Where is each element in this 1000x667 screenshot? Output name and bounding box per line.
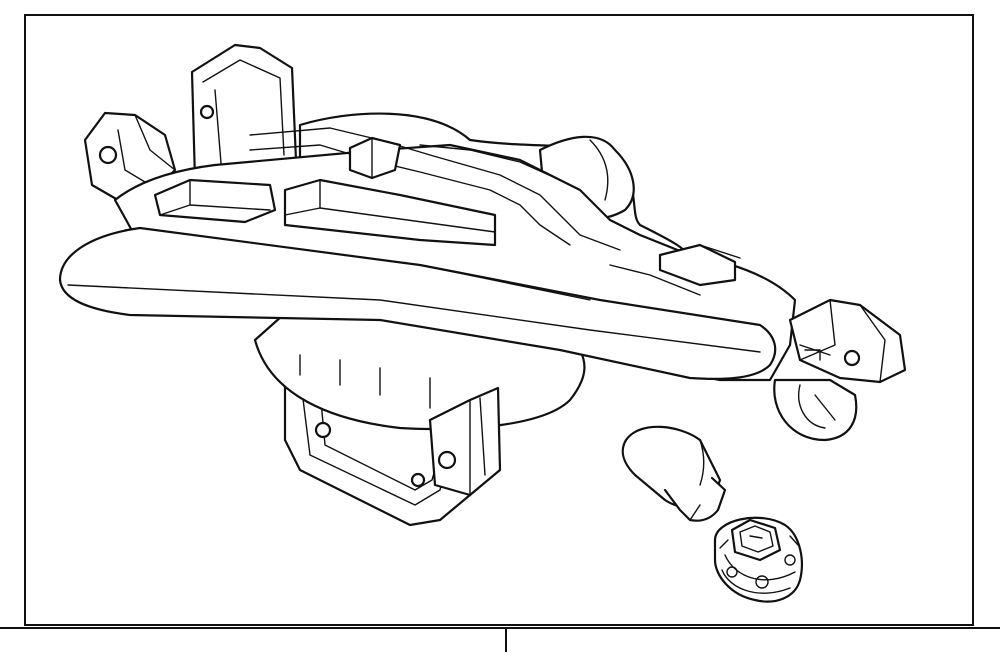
fog-lamp-bulb	[621, 425, 727, 522]
fog-lamp-housing	[58, 43, 907, 527]
bulb-socket	[713, 516, 803, 603]
